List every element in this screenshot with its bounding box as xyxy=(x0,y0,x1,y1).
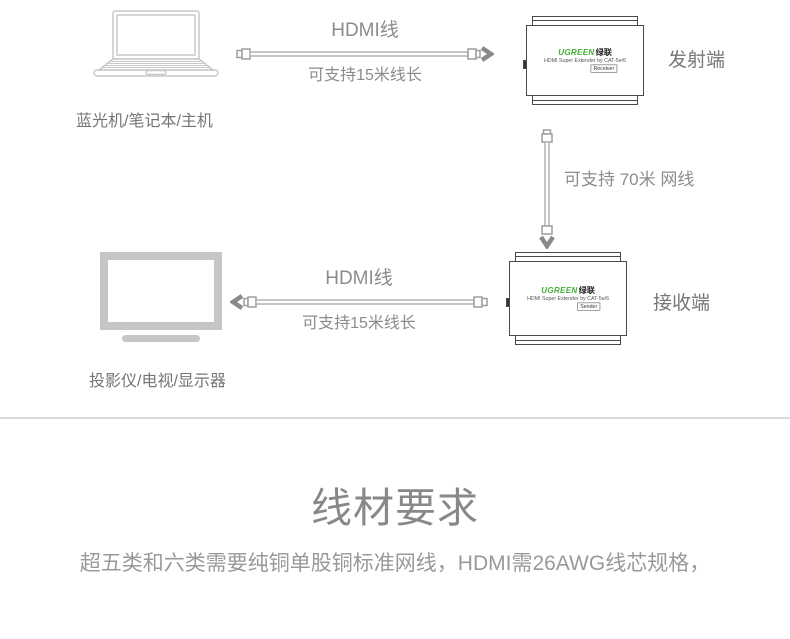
transmitter-device: UGREEN绿联 HDMI Super Extender by CAT-5e/6… xyxy=(523,16,644,105)
device-connector-nub xyxy=(506,298,510,307)
requirements-body: 超五类和六类需要纯铜单股铜标准网线，HDMI需26AWG线芯规格， xyxy=(79,552,711,575)
tv-icon xyxy=(100,252,222,342)
section-divider xyxy=(0,417,790,419)
source-label: 蓝光机/笔记本/主机 xyxy=(76,113,213,130)
laptop-icon xyxy=(93,10,219,77)
hdmi-cable-bottom-subtitle: 可支持15米线长 xyxy=(302,315,416,332)
receiver-device: UGREEN绿联 HDMI Super Extender by CAT-5e/6… xyxy=(506,252,627,345)
device-model-text: HDMI Super Extender by CAT-5e/6 xyxy=(544,57,626,64)
transmitter-body: UGREEN绿联 HDMI Super Extender by CAT-5e/6… xyxy=(526,25,644,96)
device-port-badge: Sender xyxy=(577,302,601,311)
brand-logo: UGREEN绿联 xyxy=(558,47,612,58)
requirements-title: 线材要求 xyxy=(311,485,479,531)
hdmi-cable-top-title: HDMI线 xyxy=(331,20,399,41)
device-connector-nub xyxy=(523,60,527,69)
hdmi-cable-bottom-title: HDMI线 xyxy=(325,268,393,289)
device-model-text: HDMI Super Extender by CAT-5e/6 xyxy=(527,295,609,302)
hdmi-cable-top-subtitle: 可支持15米线长 xyxy=(308,67,422,84)
cable-arrow-left-icon xyxy=(230,294,488,310)
receiver-label: 接收端 xyxy=(653,293,711,314)
network-cable-down-icon xyxy=(539,129,555,249)
cable-arrow-right-icon xyxy=(236,46,494,62)
brand-logo: UGREEN绿联 xyxy=(541,285,595,296)
hdmi-cable-bottom: HDMI线 可支持15米线长 xyxy=(230,268,488,334)
device-port-badge: Receiver xyxy=(590,64,618,73)
network-cable-label: 可支持 70米 网线 xyxy=(564,170,695,189)
display-label: 投影仪/电视/显示器 xyxy=(89,373,226,390)
device-bottom-flange xyxy=(515,335,621,345)
receiver-body: UGREEN绿联 HDMI Super Extender by CAT-5e/6… xyxy=(509,261,627,336)
hdmi-cable-top: HDMI线 可支持15米线长 xyxy=(236,20,494,86)
device-bottom-flange xyxy=(532,95,638,105)
transmitter-label: 发射端 xyxy=(668,50,726,71)
